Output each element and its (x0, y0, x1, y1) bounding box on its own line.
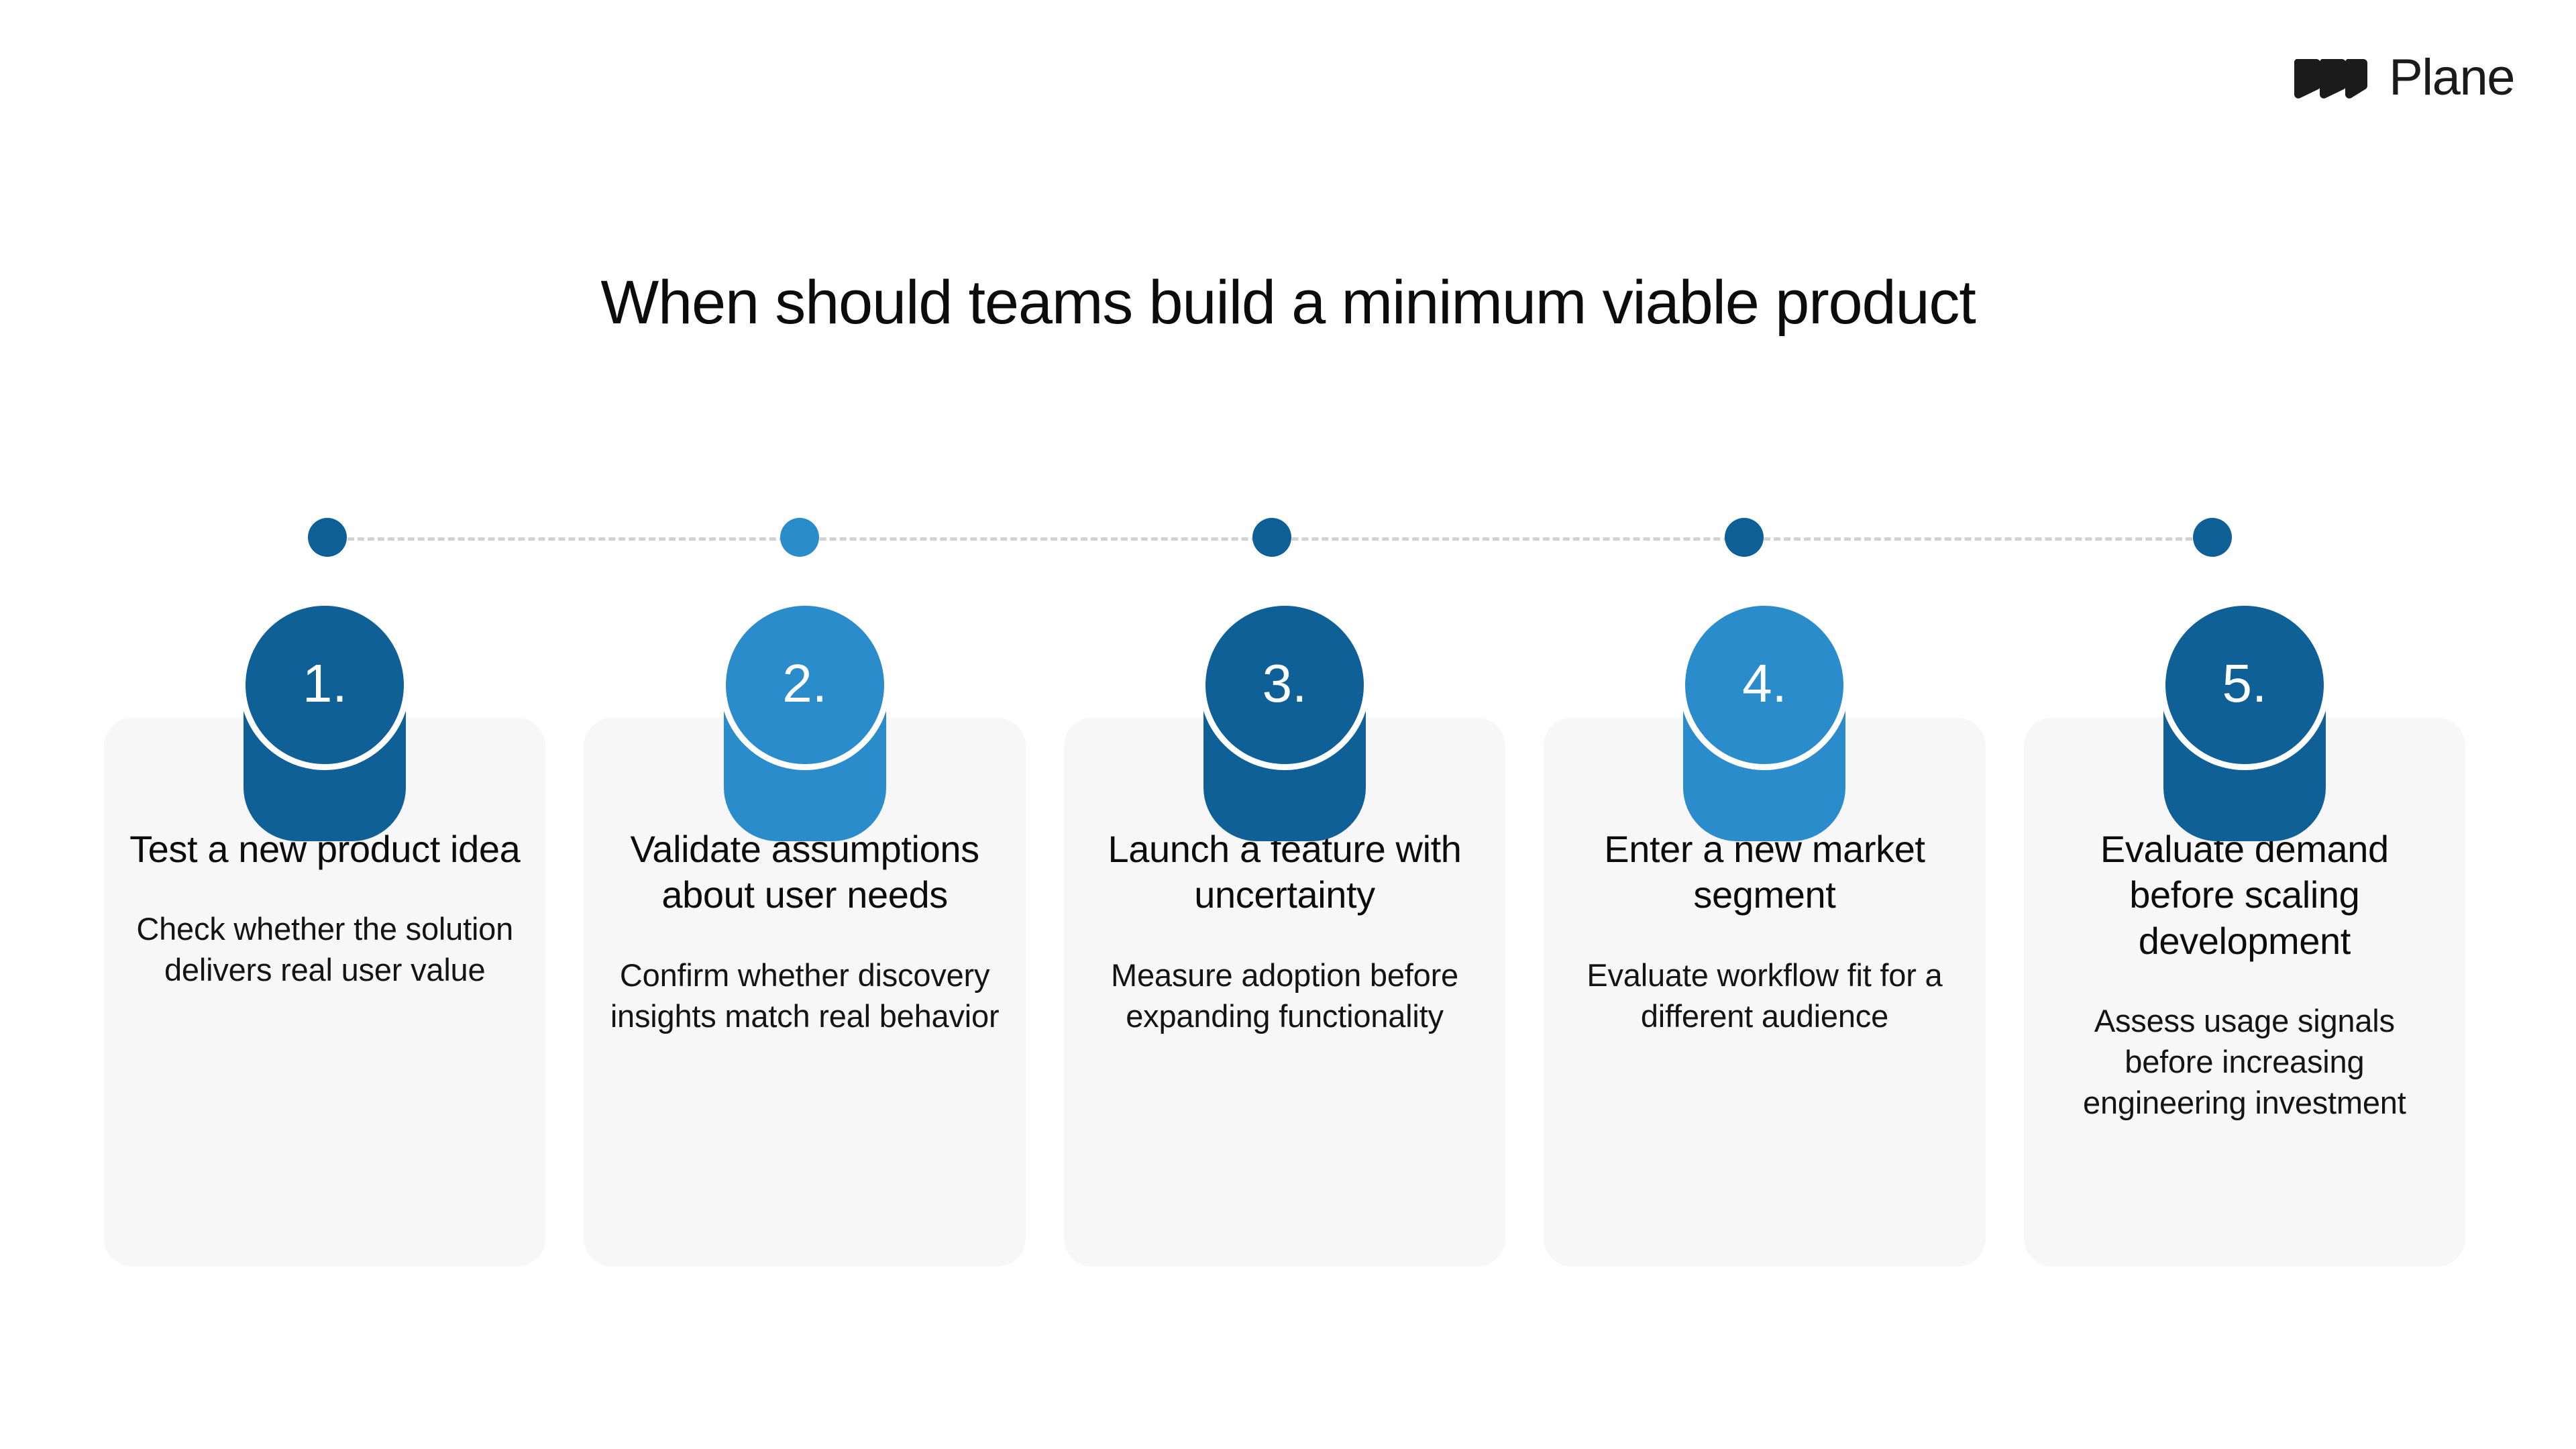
step-description: Measure adoption before expanding functi… (1111, 957, 1458, 1034)
token-head-icon: 4. (1679, 600, 1850, 770)
step-title: Enter a new market segment (1604, 828, 1925, 916)
step-number: 5. (2222, 653, 2267, 713)
token-body-icon (1203, 647, 1366, 841)
step-card-3[interactable]: 3. Launch a feature with uncertainty Mea… (1063, 600, 1506, 1267)
step-token-1: 1. (235, 600, 415, 855)
step-number: 1. (302, 653, 347, 713)
step-number: 3. (1262, 653, 1307, 713)
step-title: Validate assumptions about user needs (630, 828, 980, 916)
timeline-dot-3 (1252, 518, 1291, 557)
step-title: Evaluate demand before scaling developme… (2100, 828, 2389, 962)
step-token-3: 3. (1195, 600, 1375, 855)
timeline-dot-2 (780, 518, 819, 557)
step-token-4: 4. (1674, 600, 1854, 855)
token-body-icon (723, 647, 886, 841)
timeline-dot-1 (308, 518, 347, 557)
page-title: When should teams build a minimum viable… (600, 268, 1976, 337)
step-description: Assess usage signals before increasing e… (2083, 1002, 2406, 1121)
timeline-dot-4 (1725, 518, 1764, 557)
steps-row: 1. Test a new product idea Check whether… (104, 600, 2466, 1267)
token-body-icon (244, 647, 407, 841)
step-token-5: 5. (2155, 600, 2334, 855)
token-body-icon (1683, 647, 1846, 841)
step-title: Launch a feature with uncertainty (1108, 828, 1462, 916)
step-card-1[interactable]: 1. Test a new product idea Check whether… (104, 600, 546, 1267)
step-description: Evaluate workflow fit for a different au… (1587, 957, 1943, 1034)
step-description: Confirm whether discovery insights match… (610, 957, 1000, 1034)
plane-logo-icon (2290, 54, 2371, 102)
step-title: Test a new product idea (129, 828, 521, 870)
step-token-2: 2. (715, 600, 895, 855)
token-head-icon: 2. (719, 600, 890, 770)
token-head-icon: 3. (1199, 600, 1371, 770)
brand-name: Plane (2389, 49, 2515, 106)
step-number: 2. (782, 653, 827, 713)
token-head-icon: 5. (2159, 600, 2330, 770)
step-number: 4. (1742, 653, 1787, 713)
timeline (0, 518, 2576, 559)
step-card-5[interactable]: 5. Evaluate demand before scaling develo… (2023, 600, 2466, 1267)
timeline-dot-5 (2193, 518, 2232, 557)
token-head-icon: 1. (239, 600, 411, 770)
token-body-icon (2163, 647, 2326, 841)
step-card-2[interactable]: 2. Validate assumptions about user needs… (584, 600, 1026, 1267)
brand-logo: Plane (2290, 49, 2515, 106)
step-description: Check whether the solution delivers real… (136, 911, 514, 988)
step-card-4[interactable]: 4. Enter a new market segment Evaluate w… (1544, 600, 1986, 1267)
